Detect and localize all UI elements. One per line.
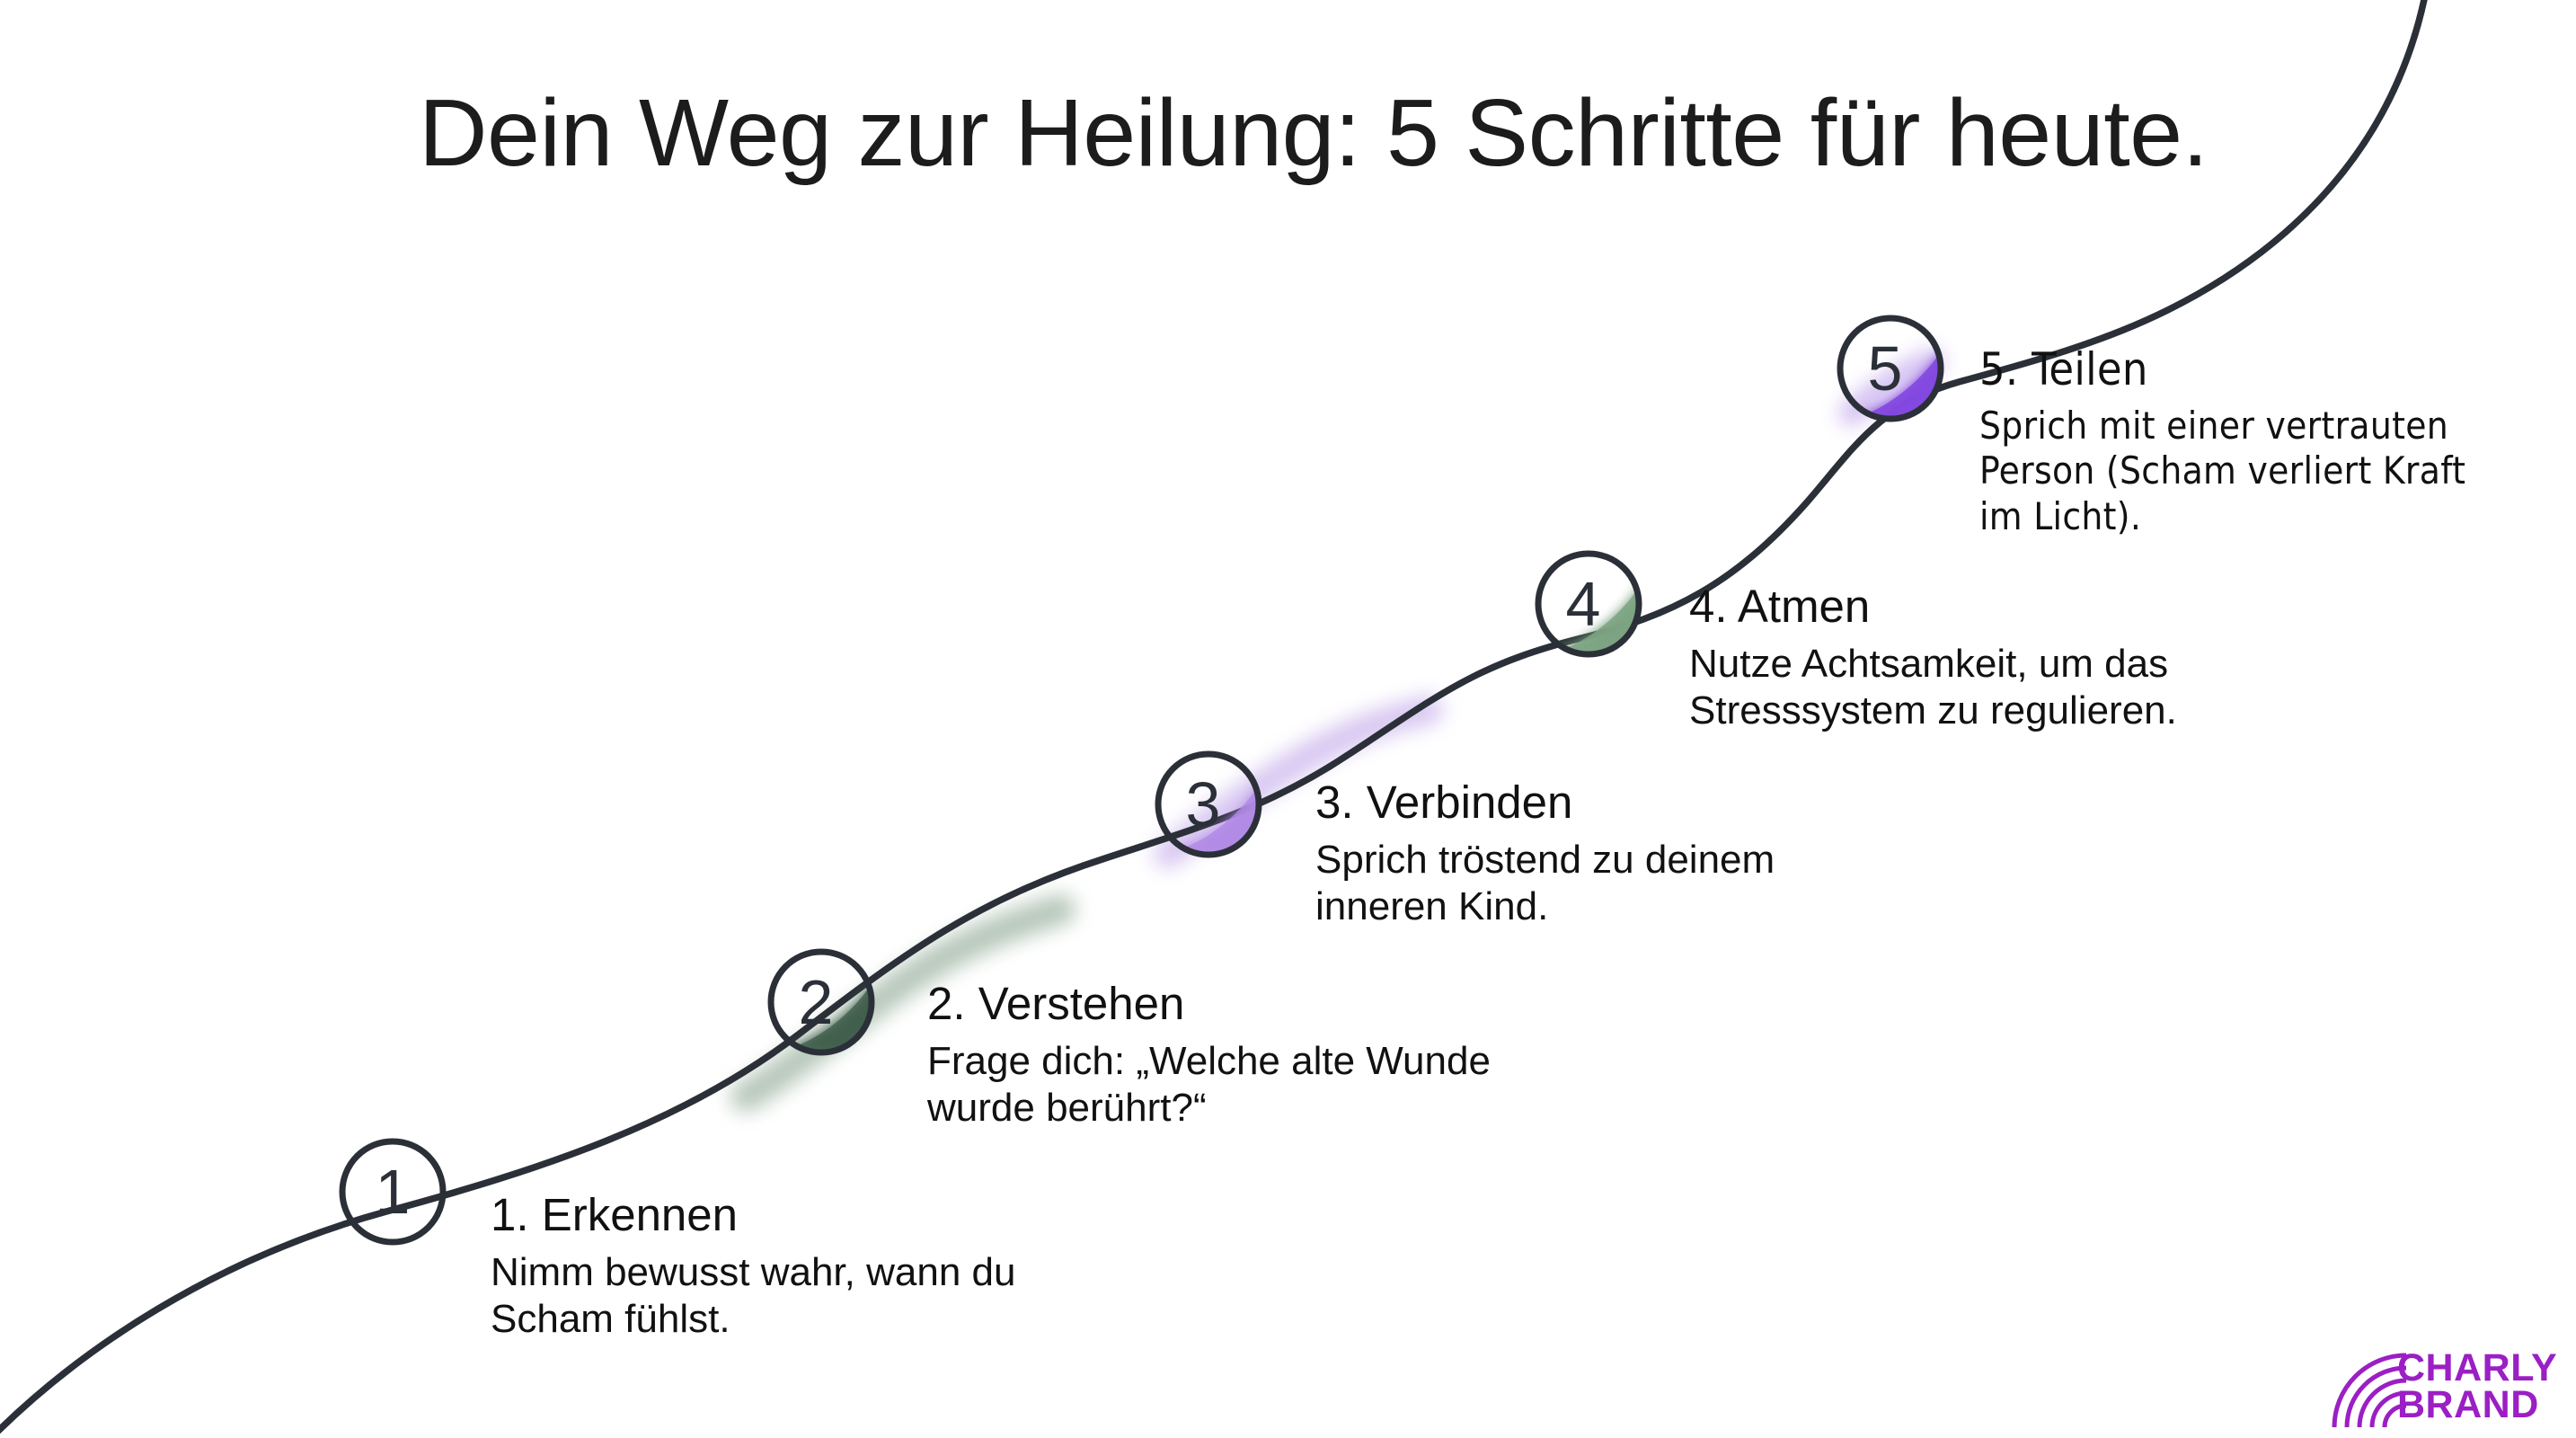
brand-logo-wordmark: CHARLY BRAND <box>2397 1346 2558 1427</box>
step-marker-3[interactable]: 3 <box>1155 679 1297 866</box>
step-heading-4: 4. Atmen <box>1689 581 1871 632</box>
main-journey-line <box>0 0 2428 1434</box>
step-description-1: Nimm bewusst wahr, wann du Scham fühlst. <box>491 1250 1016 1341</box>
step-text-block-2: 2. Verstehen Frage dich: „Welche alte Wu… <box>927 980 1491 1132</box>
concentric-arcs-icon <box>2332 1353 2407 1428</box>
step-description-3: Sprich tröstend zu deinem inneren Kind. <box>1315 838 1775 928</box>
step-description-2: Frage dich: „Welche alte Wunde wurde ber… <box>927 1039 1491 1130</box>
step-text-block-5: 5. Teilen Sprich mit einer vertrauten Pe… <box>1979 346 2465 539</box>
brand-logo-line1: CHARLY <box>2397 1346 2558 1389</box>
step-text-block-3: 3. Verbinden Sprich tröstend zu deinem i… <box>1315 778 1775 930</box>
step-marker-5[interactable]: 5 <box>1837 244 1980 433</box>
step-number-5: 5 <box>1868 333 1903 404</box>
step-heading-2: 2. Verstehen <box>927 978 1185 1029</box>
step-description-4: Nutze Achtsamkeit, um das Stresssystem z… <box>1689 642 2177 732</box>
step-number-2: 2 <box>799 967 834 1037</box>
page-title: Dein Weg zur Heilung: 5 Schritte für heu… <box>419 80 2209 186</box>
step-heading-3: 3. Verbinden <box>1315 777 1573 828</box>
step-number-3: 3 <box>1186 769 1221 839</box>
step-description-5: Sprich mit einer vertrauten Person (Scha… <box>1979 404 2466 538</box>
step-heading-1: 1. Erkennen <box>491 1189 739 1240</box>
step-heading-5: 5. Teilen <box>1979 343 2148 395</box>
step-text-block-1: 1. Erkennen Nimm bewusst wahr, wann du S… <box>491 1191 1015 1343</box>
brand-logo-line2: BRAND <box>2397 1383 2539 1427</box>
brand-logo: CHARLY BRAND <box>2331 1346 2570 1433</box>
step-marker-4[interactable]: 4 <box>1535 480 1678 667</box>
step-number-4: 4 <box>1566 569 1601 639</box>
step-marker-2[interactable]: 2 <box>767 876 909 1062</box>
step-text-block-4: 4. Atmen Nutze Achtsamkeit, um das Stres… <box>1689 582 2177 734</box>
step-marker-1[interactable]: 1 <box>339 1138 447 1246</box>
step-number-1: 1 <box>376 1157 411 1227</box>
